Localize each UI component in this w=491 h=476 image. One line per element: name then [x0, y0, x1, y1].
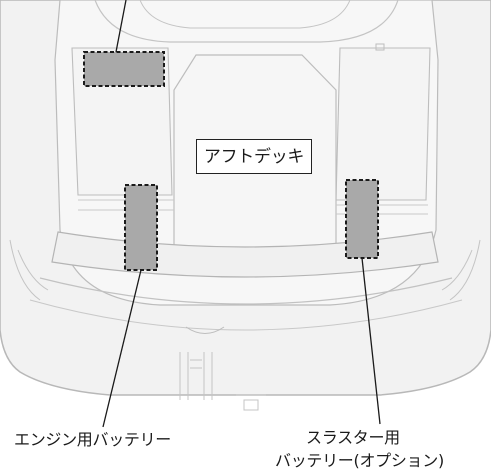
transom-bottom-curve [29, 299, 463, 331]
thruster-battery-label-line1: スラスター用 [306, 428, 400, 447]
right-compartment-latch [375, 43, 385, 51]
engine-battery [124, 184, 158, 271]
center-notch [185, 326, 225, 334]
battery-top-left [83, 51, 165, 87]
hull-upper-arc [94, 0, 399, 43]
thruster-battery-label-line2: バッテリー(オプション) [275, 451, 444, 470]
right-side-detail [441, 239, 481, 301]
aft-deck-label: アフトデッキ [196, 139, 312, 174]
thruster-battery [345, 179, 379, 259]
leader-line-engine [102, 269, 142, 428]
hull-upper-arc-inner [139, 0, 351, 29]
engine-battery-label: エンジン用バッテリー [14, 430, 172, 449]
leader-line-thruster [361, 257, 381, 425]
engine-mount [179, 352, 266, 411]
right-compartment [335, 47, 431, 201]
transom-lower-curve [39, 277, 453, 305]
leader-line-top-left [115, 0, 127, 53]
left-side-detail [9, 239, 49, 301]
